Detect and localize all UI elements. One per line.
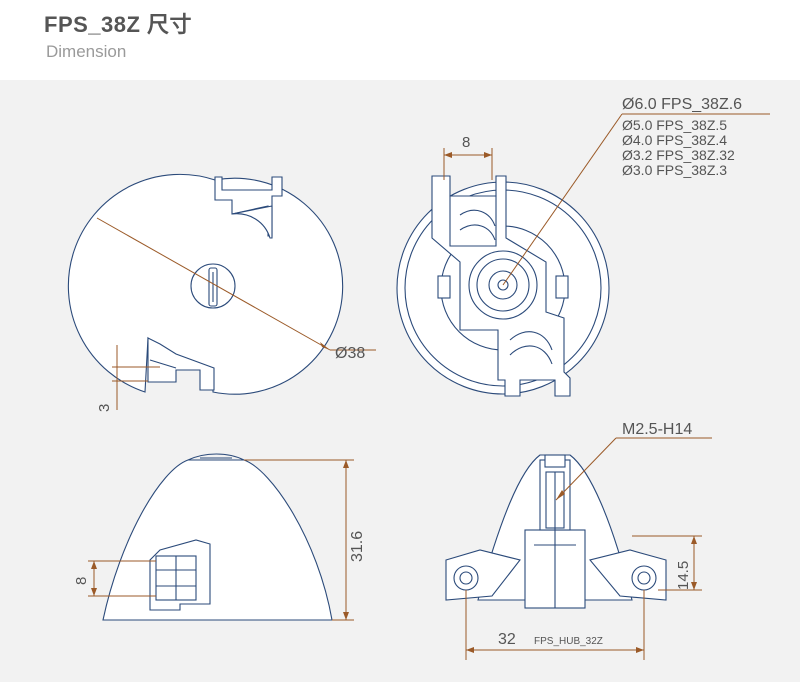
dim-offset-label: 3 [96,404,113,412]
dim-side-8-label: 8 [73,577,90,585]
shaft-main-label: Ø6.0 FPS_38Z.6 [622,96,742,113]
bottom-left-view: 31.6 8 [73,453,366,621]
dim-hub-height-label: 14.5 [675,561,692,590]
dim-height-label: 31.6 [349,531,366,562]
dim-hub-width-label: 32 [498,631,516,648]
top-left-view: Ø38 3 [67,173,376,412]
dim-blade-width-label: 8 [462,134,470,151]
bottom-right-view: M2.5-H14 14.5 32 FPS_HUB_32Z [445,421,712,660]
dim-diameter-label: Ø38 [335,345,365,362]
shaft-option-3: Ø3.2 FPS_38Z.32 [622,147,735,163]
shaft-option-4: Ø3.0 FPS_38Z.3 [622,162,727,178]
shaft-option-2: Ø4.0 FPS_38Z.4 [622,132,727,148]
header: FPS_38Z 尺寸 Dimension [0,0,800,80]
page-title: FPS_38Z 尺寸 [44,12,193,37]
hub-name-label: FPS_HUB_32Z [534,636,603,647]
screw-label: M2.5-H14 [622,421,692,438]
top-right-view: 8 Ø6.0 FPS_38Z.6 Ø5.0 FPS_38Z.5 Ø4.0 FPS… [396,96,770,397]
page-subtitle: Dimension [46,42,127,61]
shaft-option-1: Ø5.0 FPS_38Z.5 [622,117,727,133]
